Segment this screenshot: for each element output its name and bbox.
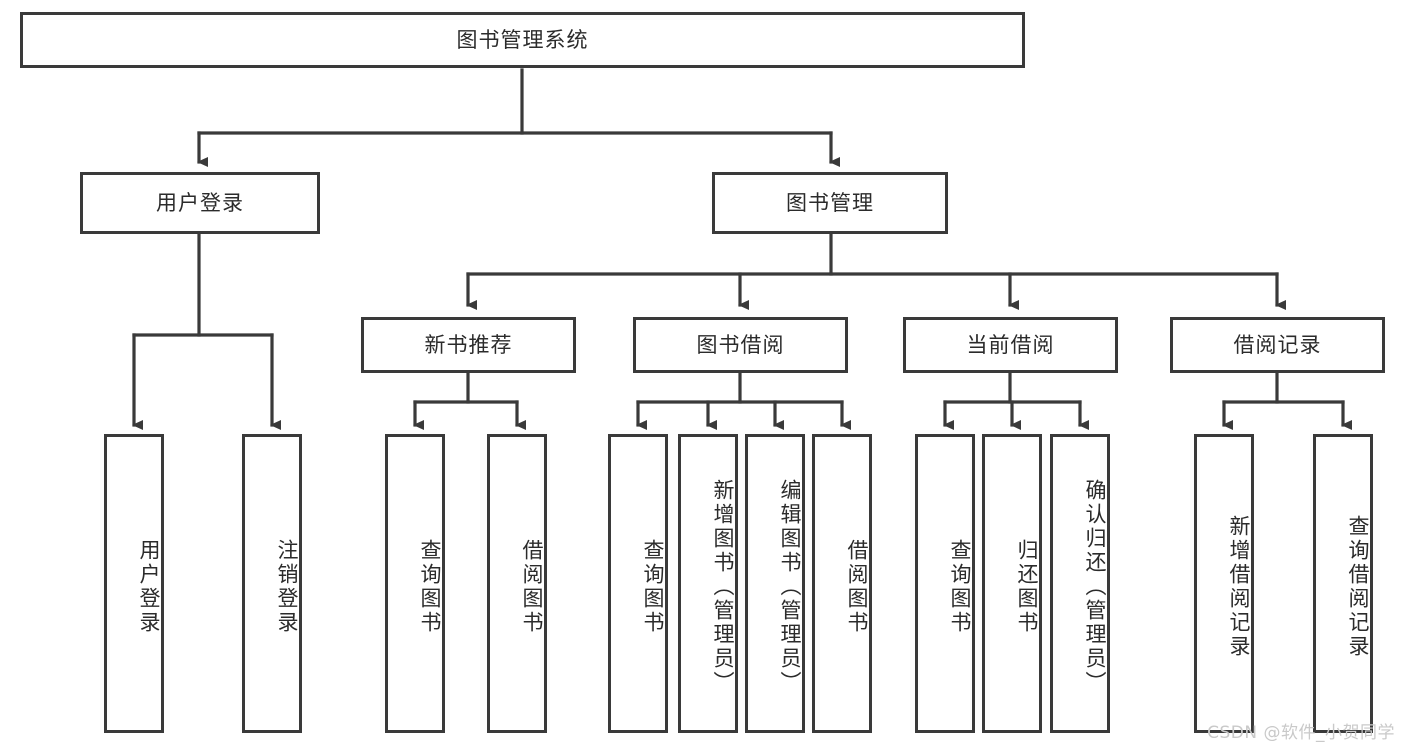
node-current-borrow[interactable]: 当前借阅	[903, 317, 1118, 373]
node-label: 新增借阅记录	[1227, 514, 1251, 659]
node-book-management[interactable]: 图书管理	[712, 172, 948, 234]
node-label: 当前借阅	[966, 332, 1055, 357]
leaf-return-book[interactable]: 归还图书	[982, 434, 1042, 733]
leaf-query-book-current[interactable]: 查询图书	[915, 434, 975, 733]
node-book-borrow[interactable]: 图书借阅	[633, 317, 848, 373]
leaf-borrow-book-recommend[interactable]: 借阅图书	[487, 434, 547, 733]
watermark-text: CSDN @软件_小贺同学	[1207, 723, 1395, 743]
node-label: 确认归还（管理员）	[1083, 478, 1107, 695]
node-label: 新书推荐	[424, 332, 513, 357]
leaf-query-book-borrow[interactable]: 查询图书	[608, 434, 668, 733]
node-label: 查询图书	[948, 538, 972, 635]
node-label: 借阅图书	[520, 538, 544, 635]
node-label: 查询图书	[418, 538, 442, 635]
node-borrow-record[interactable]: 借阅记录	[1170, 317, 1385, 373]
node-label: 借阅图书	[845, 538, 869, 635]
leaf-query-borrow-record[interactable]: 查询借阅记录	[1313, 434, 1373, 733]
leaf-query-book-recommend[interactable]: 查询图书	[385, 434, 445, 733]
node-label: 图书管理系统	[456, 27, 589, 52]
leaf-add-book-admin[interactable]: 新增图书（管理员）	[678, 434, 738, 733]
node-label: 新增图书（管理员）	[711, 478, 735, 695]
leaf-confirm-return-admin[interactable]: 确认归还（管理员）	[1050, 434, 1110, 733]
leaf-user-login[interactable]: 用户登录	[104, 434, 164, 733]
leaf-borrow-book[interactable]: 借阅图书	[812, 434, 872, 733]
node-label: 查询图书	[641, 538, 665, 635]
node-label: 编辑图书（管理员）	[778, 478, 802, 695]
leaf-logout[interactable]: 注销登录	[242, 434, 302, 733]
leaf-edit-book-admin[interactable]: 编辑图书（管理员）	[745, 434, 805, 733]
node-label: 图书借阅	[696, 332, 785, 357]
node-label: 用户登录	[137, 538, 161, 635]
node-root-system[interactable]: 图书管理系统	[20, 12, 1025, 68]
node-label: 查询借阅记录	[1346, 514, 1370, 659]
node-new-book-recommend[interactable]: 新书推荐	[361, 317, 576, 373]
leaf-add-borrow-record[interactable]: 新增借阅记录	[1194, 434, 1254, 733]
node-label: 借阅记录	[1233, 332, 1322, 357]
node-label: 归还图书	[1015, 538, 1039, 635]
node-user-login[interactable]: 用户登录	[80, 172, 320, 234]
node-label: 用户登录	[156, 190, 244, 215]
node-label: 注销登录	[275, 538, 299, 635]
node-label: 图书管理	[786, 190, 874, 215]
